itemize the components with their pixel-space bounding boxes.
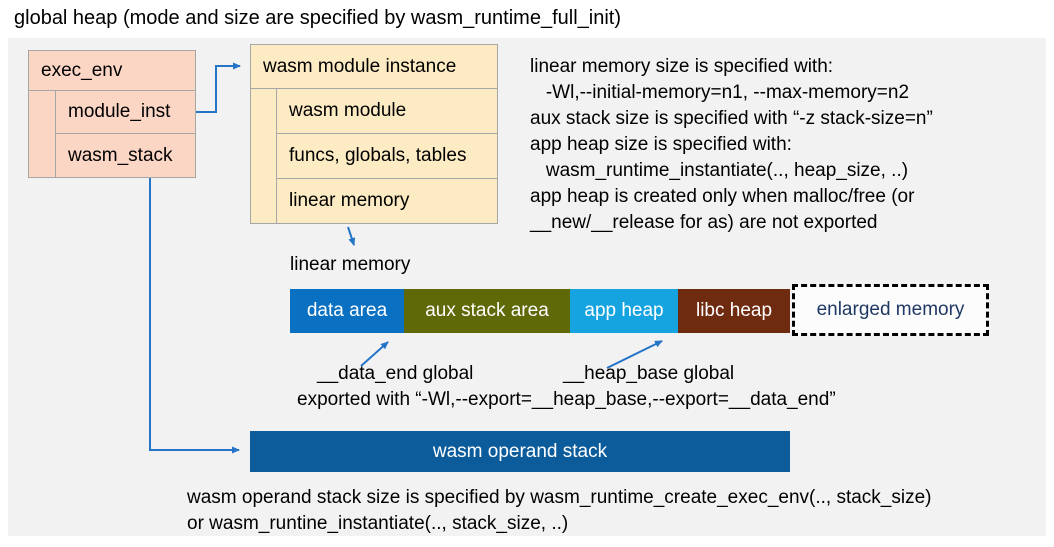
segment-libc-heap: libc heap (678, 289, 790, 333)
wasm-module-instance-title: wasm module instance (251, 45, 497, 89)
note-line: app heap is created only when malloc/fre… (530, 186, 915, 207)
exec-env-box: exec_env module_inst wasm_stack (28, 50, 196, 178)
segment-aux-stack-area: aux stack area (404, 289, 570, 333)
diagram-title: global heap (mode and size are specified… (14, 7, 621, 29)
wasm-operand-stack-bar: wasm operand stack (250, 431, 790, 472)
exec-env-row-wasm-stack: wasm_stack (68, 144, 173, 166)
exec-env-row-module-inst: module_inst (56, 91, 195, 135)
data-end-global-label: __data_end global (317, 363, 474, 384)
note-line: -Wl,--initial-memory=n1, --max-memory=n2 (530, 82, 910, 103)
operand-stack-notes: wasm operand stack size is specified by … (187, 485, 1047, 537)
exec-env-title: exec_env (29, 51, 195, 91)
operand-stack-label: wasm operand stack (432, 440, 608, 462)
note-line: wasm_runtime_instantiate(.., heap_size, … (530, 160, 909, 181)
memory-size-notes: linear memory size is specified with: -W… (530, 54, 1040, 236)
row-linear-memory: linear memory (289, 190, 410, 211)
heap-base-global-label: __heap_base global (563, 363, 735, 384)
segment-label: data area (306, 300, 388, 321)
footer-line: or wasm_runtine_instantiate(.., stack_si… (187, 513, 569, 534)
note-line: __new/__release for as) are not exported (530, 212, 878, 233)
segment-label: aux stack area (425, 300, 549, 321)
row-funcs-globals-tables: funcs, globals, tables (277, 134, 497, 179)
note-line: linear memory size is specified with: (530, 56, 834, 77)
segment-enlarged-memory: enlarged memory (792, 284, 989, 336)
note-line: app heap size is specified with: (530, 134, 792, 155)
segment-label: libc heap (695, 300, 773, 321)
wasm-module-instance-rows: wasm module funcs, globals, tables linea… (276, 89, 497, 223)
segment-app-heap: app heap (570, 289, 678, 333)
wasm-module-instance-box: wasm module instance wasm module funcs, … (250, 44, 498, 224)
segment-data-area: data area (290, 289, 404, 333)
segment-label: app heap (584, 300, 664, 321)
segment-label: enlarged memory (816, 299, 965, 320)
note-line: aux stack size is specified with “-z sta… (530, 108, 933, 129)
exec-env-rows: module_inst wasm_stack (55, 91, 195, 177)
footer-line: wasm operand stack size is specified by … (187, 487, 932, 508)
row-wasm-module: wasm module (277, 89, 497, 134)
linear-memory-label: linear memory (290, 254, 411, 275)
exported-with-label: exported with “-Wl,--export=__heap_base,… (297, 389, 836, 410)
